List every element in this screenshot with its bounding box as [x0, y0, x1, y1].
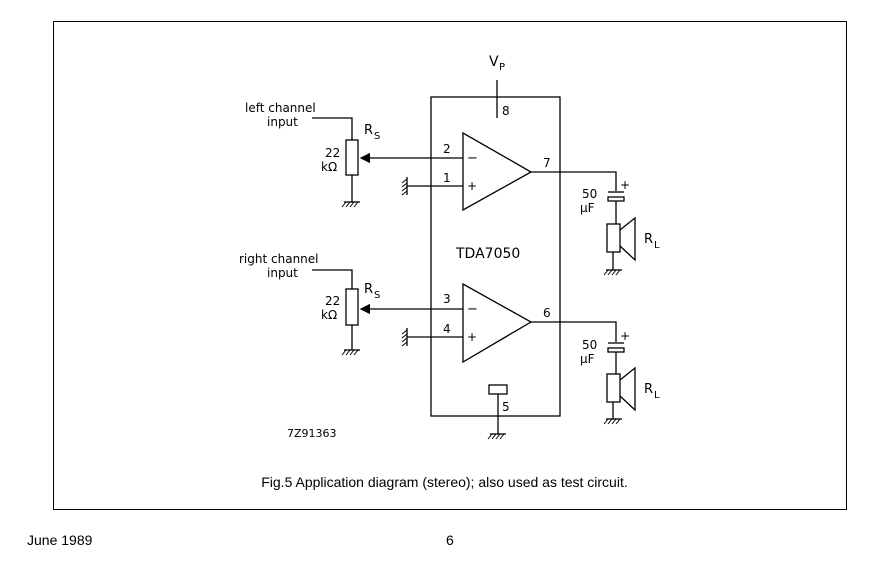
left-input-potentiometer: [345, 139, 359, 176]
left-load-label: R: [644, 232, 653, 247]
right-rs-label-sub: S: [374, 290, 380, 301]
left-input-label-line2: input: [267, 115, 298, 129]
right-output-wire: [531, 321, 617, 342]
right-input-label-line2: input: [267, 266, 298, 280]
right-res-value-line1: 22: [325, 294, 340, 308]
left-plus-sign: +: [467, 179, 477, 193]
left-amplifier-triangle: [462, 131, 533, 212]
right-amplifier-triangle: [462, 282, 533, 364]
right-res-value-line2: kΩ: [321, 308, 337, 322]
right-speaker-body: [606, 373, 621, 403]
page-number: 6: [446, 532, 454, 548]
footer-date: June 1989: [27, 532, 93, 548]
pin5-pad: [488, 384, 508, 395]
left-capacitor-plate-bottom: [607, 196, 625, 202]
supply-label: V: [489, 54, 499, 70]
right-pin-inv: 3: [443, 292, 451, 306]
right-input-label-line1: right channel: [239, 252, 319, 266]
left-res-value-line1: 22: [325, 146, 340, 160]
right-minus-sign: −: [467, 302, 478, 317]
left-rs-label-sub: S: [374, 131, 380, 142]
pin-5-label: 5: [502, 400, 510, 414]
left-output-wire: [531, 171, 617, 191]
left-load-label-sub: L: [654, 240, 660, 251]
supply-label-sub: P: [499, 62, 505, 73]
right-load-label-sub: L: [654, 390, 660, 401]
left-pin-inv: 2: [443, 142, 451, 156]
left-minus-sign: −: [467, 151, 478, 166]
pin-8-label: 8: [502, 104, 510, 118]
left-speaker-cone: [619, 216, 636, 262]
right-input-potentiometer: [345, 288, 359, 326]
right-cap-value-line1: 50: [582, 338, 597, 352]
right-capacitor-plate-bottom: [607, 347, 625, 353]
left-res-value-line2: kΩ: [321, 160, 337, 174]
right-input-wire: [312, 269, 353, 289]
left-pin-noninv: 1: [443, 171, 451, 185]
left-speaker-body: [606, 223, 621, 253]
left-rs-label: R: [364, 123, 373, 138]
figure-frame: [53, 21, 847, 510]
figure-caption: Fig.5 Application diagram (stereo); also…: [261, 474, 628, 490]
right-pin-out: 6: [543, 306, 551, 320]
right-pin-noninv: 4: [443, 322, 451, 336]
right-cap-value-line2: μF: [580, 352, 595, 366]
left-cap-value-line2: μF: [580, 201, 595, 215]
right-rs-label: R: [364, 282, 373, 297]
right-cap-plus: +: [620, 329, 630, 343]
right-load-label: R: [644, 382, 653, 397]
left-input-wire: [312, 117, 353, 140]
drawing-code: 7Z91363: [287, 427, 337, 440]
left-pin-out: 7: [543, 156, 551, 170]
ic-body: [430, 96, 561, 417]
left-cap-value-line1: 50: [582, 187, 597, 201]
right-plus-sign: +: [467, 330, 477, 344]
ic-name: TDA7050: [455, 246, 520, 262]
left-input-label-line1: left channel: [245, 101, 316, 115]
left-cap-plus: +: [620, 178, 630, 192]
right-speaker-cone: [619, 366, 636, 412]
